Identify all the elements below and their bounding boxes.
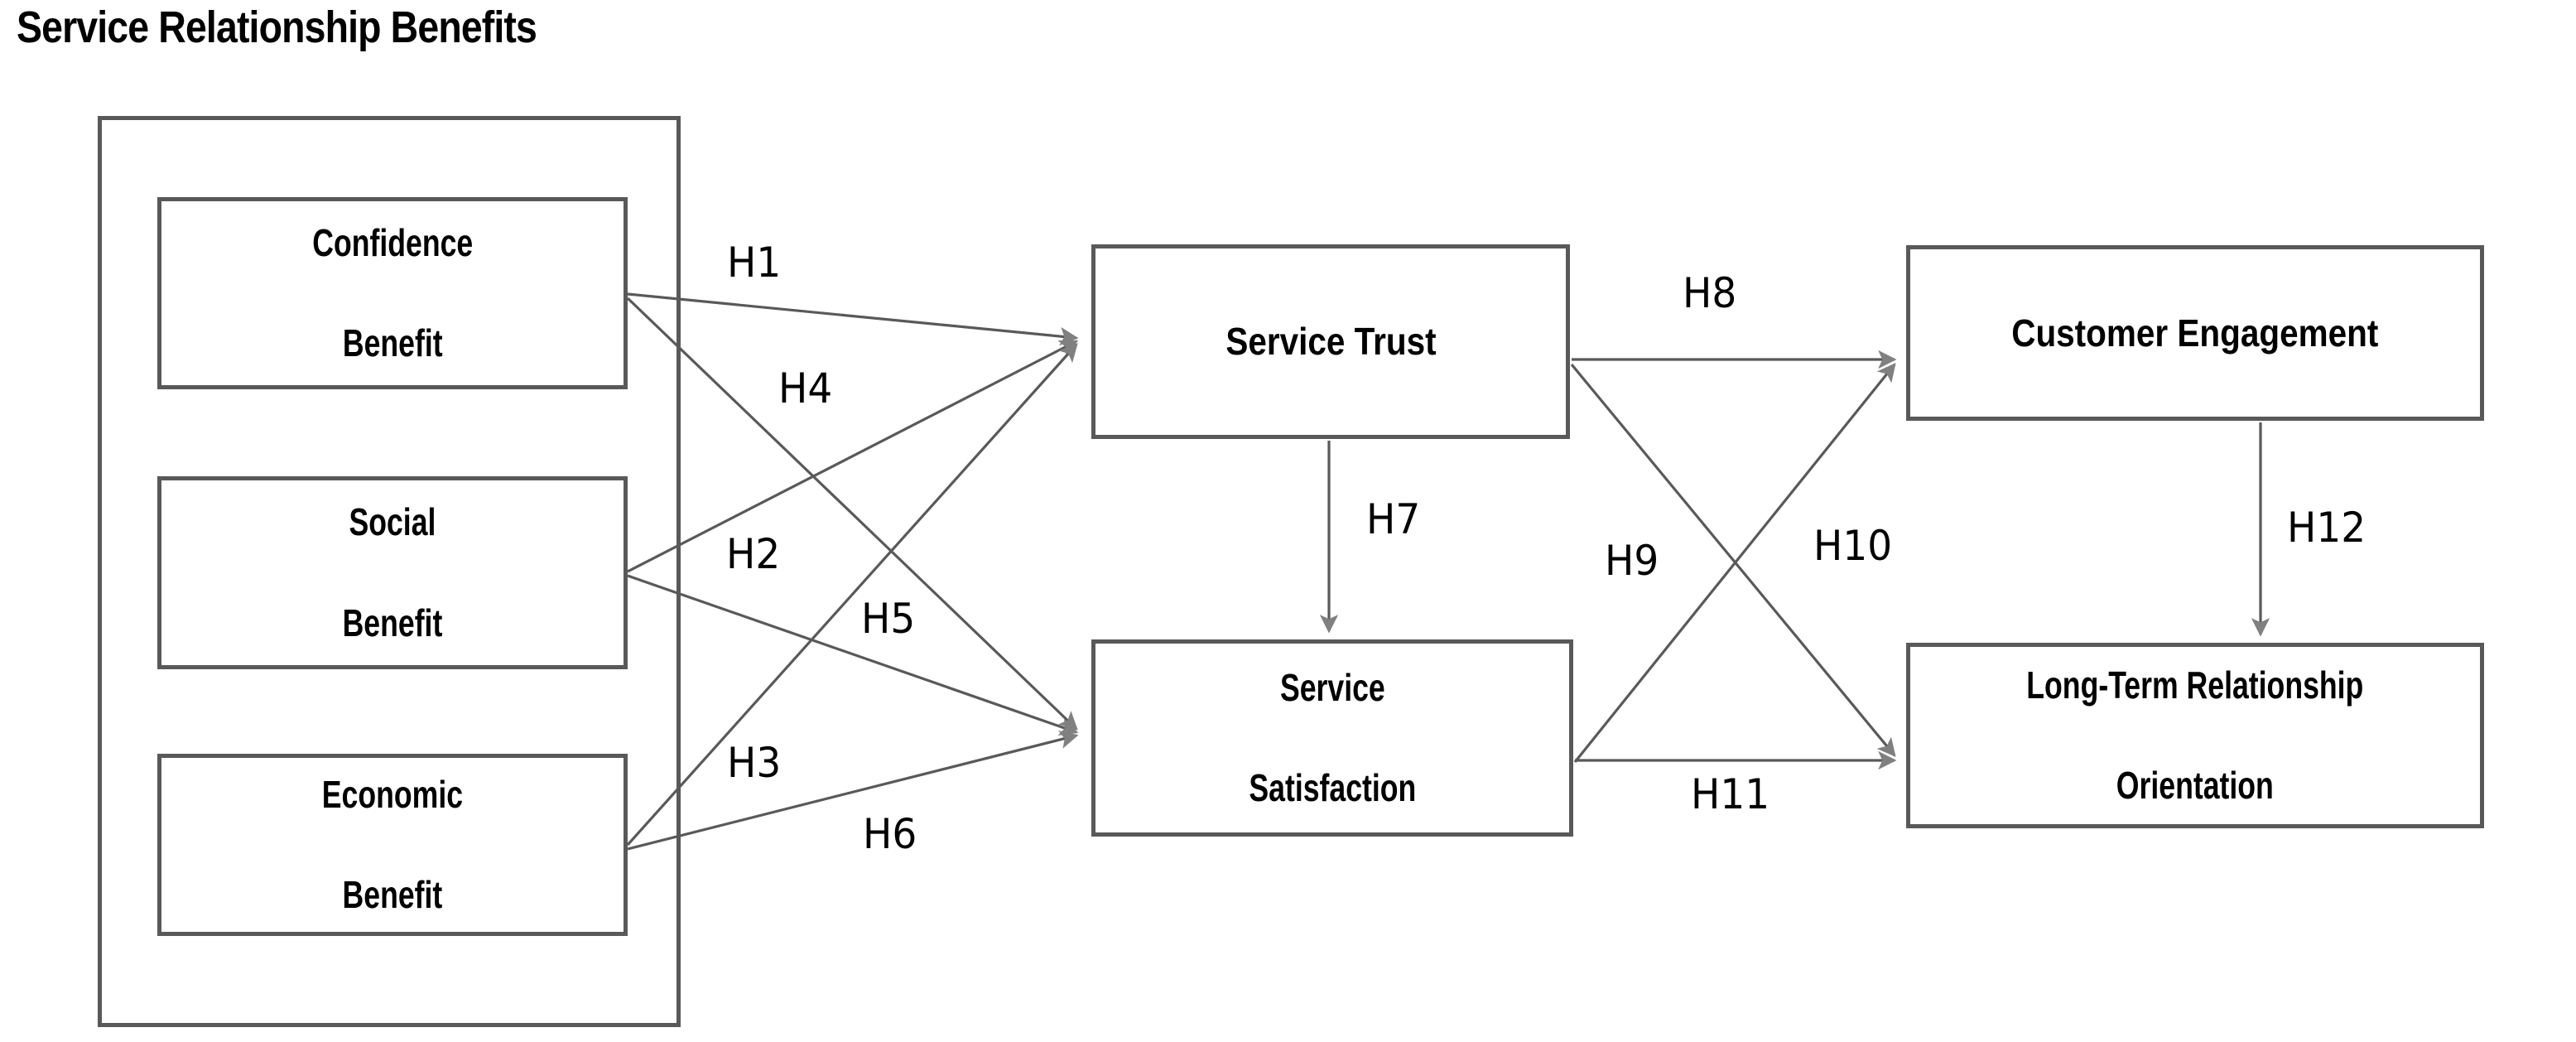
edge-h6: [627, 731, 1079, 851]
edge-label-h4: H4: [778, 364, 833, 412]
node-service-trust[interactable]: Service Trust: [1091, 244, 1570, 439]
edge-label-h11: H11: [1691, 770, 1770, 818]
node-label-line1: Confidence: [312, 220, 473, 264]
node-service-satisfaction[interactable]: Service Satisfaction: [1091, 639, 1573, 837]
service-relationship-benefits-group: [98, 116, 681, 1027]
node-label-line2: Benefit: [342, 321, 443, 365]
node-label-line2: Orientation: [2116, 764, 2274, 808]
node-label: Service Trust: [1225, 320, 1437, 364]
node-economic-benefit[interactable]: Economic Benefit: [157, 754, 628, 936]
edge-label-h8: H8: [1683, 269, 1737, 317]
edge-label-h5: H5: [861, 595, 916, 643]
edge-h5: [627, 574, 1079, 736]
edge-label-h9: H9: [1605, 537, 1659, 585]
edge-label-h12: H12: [2287, 504, 2367, 552]
node-label-line1: Long-Term Relationship: [2026, 663, 2364, 707]
node-confidence-benefit[interactable]: Confidence Benefit: [157, 197, 628, 389]
edge-h2: [627, 340, 1079, 573]
edge-label-h6: H6: [863, 810, 917, 858]
edge-label-h1: H1: [727, 239, 782, 287]
node-label-line2: Benefit: [342, 601, 443, 644]
edge-label-h3: H3: [727, 739, 782, 787]
edge-label-h10: H10: [1813, 522, 1893, 570]
edge-label-h7: H7: [1366, 495, 1421, 543]
node-long-term-relationship-orientation[interactable]: Long-Term Relationship Orientation: [1906, 643, 2484, 828]
edge-label-h2: H2: [726, 530, 781, 578]
node-label-line2: Satisfaction: [1249, 766, 1416, 810]
edge-h10: [1570, 363, 1896, 757]
page-title: Service Relationship Benefits: [17, 2, 537, 52]
edge-h4: [626, 297, 1078, 731]
node-label-line1: Social: [349, 500, 436, 544]
node-label-line1: Service: [1279, 665, 1385, 709]
node-customer-engagement[interactable]: Customer Engagement: [1906, 245, 2484, 421]
node-label: Customer Engagement: [2011, 311, 2379, 355]
node-social-benefit[interactable]: Social Benefit: [157, 476, 628, 669]
node-label-line1: Economic: [321, 772, 464, 816]
node-label-line2: Benefit: [342, 873, 443, 917]
edge-h3: [626, 343, 1078, 847]
edge-h1: [627, 292, 1079, 346]
